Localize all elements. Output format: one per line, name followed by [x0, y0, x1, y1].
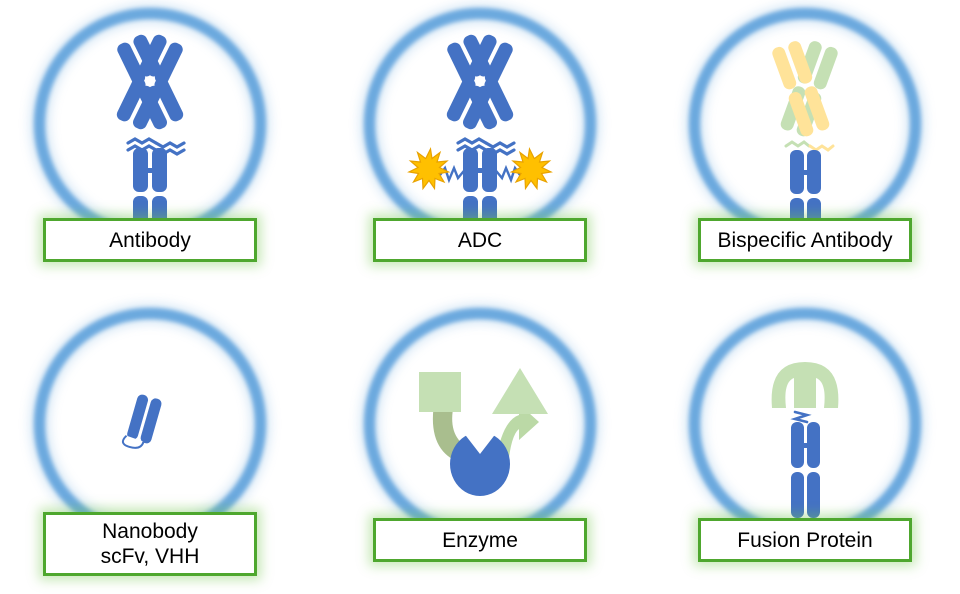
label-text: Fusion Protein: [737, 528, 873, 552]
ring-bispecific: [689, 8, 921, 240]
label-box-enzyme[interactable]: Enzyme: [373, 518, 587, 562]
label-text: Antibody: [109, 228, 191, 252]
label-text-line2: scFv, VHH: [100, 545, 200, 568]
ring-enzyme: [364, 308, 596, 540]
ring-icon: [364, 308, 596, 540]
panel-bispecific-antibody[interactable]: Bispecific Antibody: [655, 0, 955, 290]
panel-antibody[interactable]: Antibody: [0, 0, 300, 290]
ring-adc: [364, 8, 596, 240]
panel-enzyme[interactable]: Enzyme: [330, 300, 630, 590]
label-text: Enzyme: [442, 528, 518, 552]
ring-fusion-protein: [689, 308, 921, 540]
ring-icon: [689, 308, 921, 540]
label-box-nanobody[interactable]: Nanobody scFv, VHH: [43, 512, 257, 576]
label-box-antibody[interactable]: Antibody: [43, 218, 257, 262]
label-box-fusion-protein[interactable]: Fusion Protein: [698, 518, 912, 562]
panel-adc[interactable]: ADC: [330, 0, 630, 290]
label-box-bispecific-antibody[interactable]: Bispecific Antibody: [698, 218, 912, 262]
ring-icon: [364, 8, 596, 240]
ring-icon: [34, 308, 266, 540]
ring-nanobody: [34, 308, 266, 540]
label-text-line1: Nanobody: [102, 520, 198, 543]
label-text: Bispecific Antibody: [717, 228, 893, 252]
ring-antibody: [34, 8, 266, 240]
panel-nanobody[interactable]: Nanobody scFv, VHH: [0, 300, 300, 590]
label-box-adc[interactable]: ADC: [373, 218, 587, 262]
label-text: ADC: [457, 228, 503, 252]
panel-fusion-protein[interactable]: Fusion Protein: [655, 300, 955, 590]
ring-icon: [34, 8, 266, 240]
ring-icon: [689, 8, 921, 240]
